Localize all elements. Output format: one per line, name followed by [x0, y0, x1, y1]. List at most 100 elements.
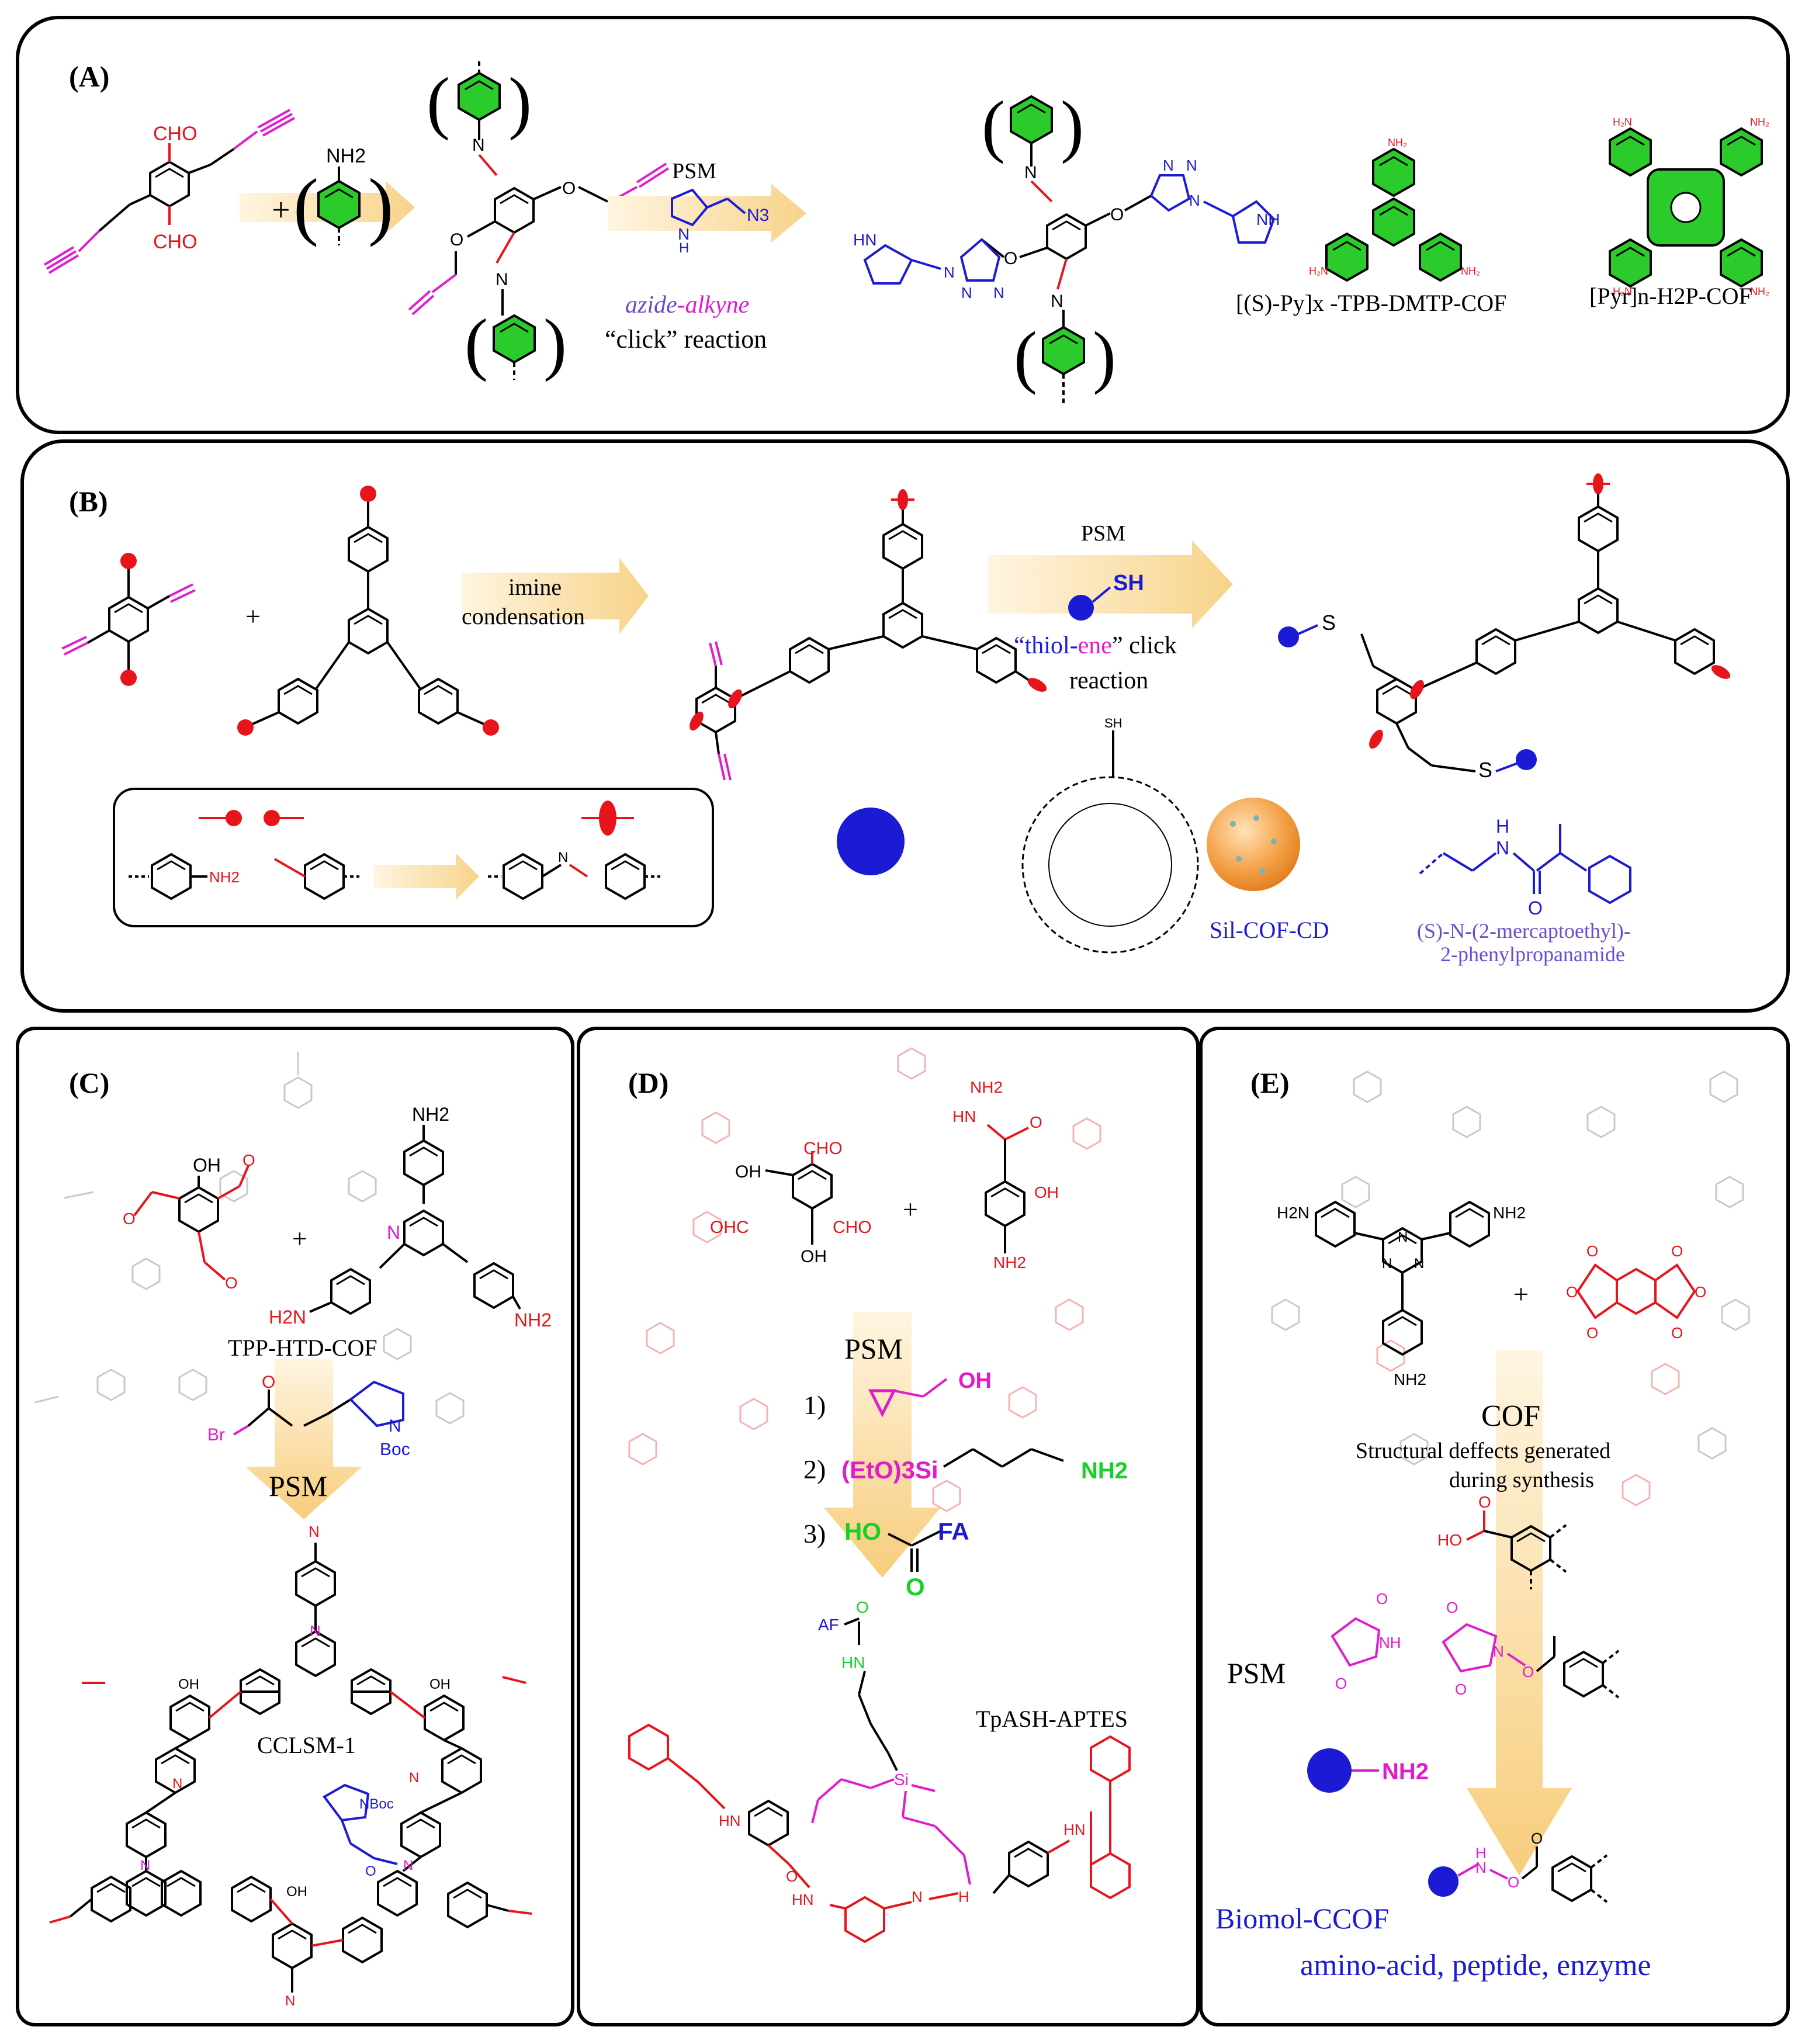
- svg-text:O: O: [1586, 1242, 1598, 1260]
- cd-sh-label: SH: [1104, 716, 1123, 730]
- tpash-aptes-product: AF O HN Si HN: [628, 1598, 1131, 1943]
- amide-n-label: N: [1496, 837, 1509, 858]
- panel-c-label: (C): [69, 1066, 109, 1099]
- svg-text:N: N: [961, 284, 972, 302]
- nh2-e-bottom: NH2: [1394, 1370, 1426, 1388]
- silica-sphere-icon: [1207, 798, 1300, 891]
- svg-text:N: N: [678, 225, 690, 243]
- svg-text:N: N: [944, 264, 955, 281]
- cof-e-label: COF: [1481, 1399, 1540, 1433]
- cho1-label: CHO: [803, 1139, 843, 1158]
- h2n-e-label: H2N: [1277, 1204, 1309, 1222]
- nhs-ester-intermediate: O O N O: [1442, 1599, 1620, 1699]
- svg-text:N: N: [1189, 192, 1200, 209]
- click-b-label: ” click: [1112, 632, 1177, 659]
- svg-text:OH: OH: [178, 1676, 199, 1692]
- psm-arrow-a: [608, 184, 806, 242]
- imine-polymer-fragment: ( ) N O O N ( ): [408, 61, 670, 382]
- psm-d-label: PSM: [844, 1332, 903, 1365]
- defect-carboxylic-acid: HO O: [1437, 1493, 1567, 1589]
- alkyne-label: -alkyne: [677, 292, 750, 318]
- svg-text:NH₂: NH₂: [1750, 116, 1769, 128]
- glycidol-oh-label: OH: [958, 1369, 992, 1393]
- nhs-reagent: NH O O: [1331, 1590, 1401, 1692]
- cof-fragment-b: [690, 489, 1047, 781]
- svg-text:OH: OH: [429, 1676, 451, 1692]
- plus-c: +: [292, 1224, 307, 1253]
- sil-cof-cd-label: Sil-COF-CD: [1210, 917, 1329, 943]
- svg-text:N: N: [912, 1888, 923, 1906]
- boc-proline-ester: Br O N Boc: [207, 1373, 410, 1459]
- amide-h-label: H: [1496, 816, 1509, 837]
- biomolecule-conjugate: H N O O: [1428, 1830, 1608, 1903]
- fa-label: FA: [938, 1518, 969, 1545]
- targets-label: amino-acid, peptide, enzyme: [1300, 1949, 1651, 1982]
- amide-name-line2: 2-phenylpropanamide: [1440, 943, 1625, 966]
- nh2-d-top: NH2: [970, 1078, 1003, 1096]
- svg-text:(: (: [465, 304, 488, 382]
- svg-text:N: N: [1398, 1229, 1408, 1245]
- cyclodextrin-structure: SH: [1021, 716, 1199, 954]
- amide-name-line1: (S)-N-(2-mercaptoethyl)-: [1417, 919, 1631, 943]
- svg-text:N: N: [496, 270, 508, 289]
- svg-text:O: O: [123, 1210, 136, 1228]
- aptes-chain: NH2: [943, 1448, 1128, 1484]
- svg-text:HN: HN: [1063, 1821, 1086, 1838]
- dianhydride-monomer: O O O O O O: [1566, 1242, 1706, 1342]
- svg-text:N: N: [285, 1993, 295, 2009]
- plus-d: +: [903, 1194, 918, 1224]
- tpb-core-structure: NH₂ H₂N NH₂: [1309, 137, 1480, 282]
- svg-text:(: (: [982, 86, 1005, 164]
- ohc-label: OHC: [710, 1218, 749, 1237]
- svg-text:OH: OH: [286, 1884, 307, 1900]
- psm-arrow-d: [824, 1312, 941, 1578]
- svg-text:O: O: [1004, 249, 1017, 268]
- svg-text:N: N: [993, 284, 1004, 302]
- svg-text:(: (: [293, 164, 318, 248]
- plus-a: +: [272, 192, 290, 228]
- svg-text:O: O: [1110, 205, 1124, 224]
- aptes-nh2-label: NH2: [1081, 1458, 1128, 1484]
- ene-label: ene: [1078, 632, 1112, 659]
- glycidol-structure: OH: [868, 1369, 992, 1418]
- thiol-label: “thiol-: [1014, 632, 1078, 659]
- ho-d-label: HO: [844, 1518, 881, 1545]
- svg-text:NH₂: NH₂: [1750, 286, 1769, 297]
- nh2-c-top: NH2: [412, 1104, 449, 1125]
- svg-text:): ): [543, 304, 567, 382]
- carbonyl-o-label: O: [906, 1573, 925, 1600]
- cclsm-label: CCLSM-1: [257, 1732, 356, 1758]
- svg-text:N: N: [1493, 1643, 1504, 1660]
- amine-biomolecule-icon: [1307, 1748, 1352, 1793]
- svg-text:O: O: [1522, 1663, 1534, 1681]
- svg-text:(: (: [1014, 317, 1037, 395]
- dialdehyde-monomer: CHO CHO: [43, 109, 295, 274]
- silane-label: (EtO)3Si: [841, 1456, 938, 1484]
- porphyrin-structure: H₂N NH₂ H₂N NH₂: [1609, 116, 1769, 297]
- cclsm-framework: N N OH OH N N N N O: [49, 1523, 532, 2009]
- nh2-d-bottom: NH2: [993, 1253, 1026, 1272]
- n3-label: N3: [747, 206, 769, 225]
- svg-text:O: O: [1446, 1599, 1458, 1616]
- svg-text:HN: HN: [792, 1891, 814, 1908]
- svg-text:N: N: [1163, 157, 1174, 174]
- si-label: Si: [894, 1771, 909, 1789]
- svg-text:N: N: [1186, 157, 1197, 174]
- hn-amide-label: HN: [841, 1654, 865, 1672]
- svg-text:N: N: [558, 850, 568, 865]
- trialdehyde-monomer-c: OH O O O: [123, 1151, 255, 1292]
- svg-text:(: (: [427, 63, 450, 141]
- reaction-b-label: reaction: [1069, 667, 1148, 694]
- phenylpropanamide-structure: H N O: [1419, 816, 1631, 919]
- cho-bottom-label: CHO: [153, 231, 198, 253]
- proline-n-label: N: [389, 1416, 401, 1436]
- diamine-monomer: ( ) NH2: [293, 145, 393, 248]
- cof2-label: [Pyr]n-H2P-COF: [1589, 283, 1752, 309]
- step2-label: 2): [803, 1454, 826, 1484]
- biomol-ccof-label: Biomol-CCOF: [1215, 1902, 1389, 1935]
- svg-text:N: N: [140, 1858, 150, 1873]
- oh2-label: OH: [801, 1247, 827, 1266]
- panel-b-label: (B): [69, 485, 108, 518]
- panel-e: (E) N N N H2N: [1199, 1027, 1790, 2026]
- svg-text:H₂N: H₂N: [1613, 286, 1632, 297]
